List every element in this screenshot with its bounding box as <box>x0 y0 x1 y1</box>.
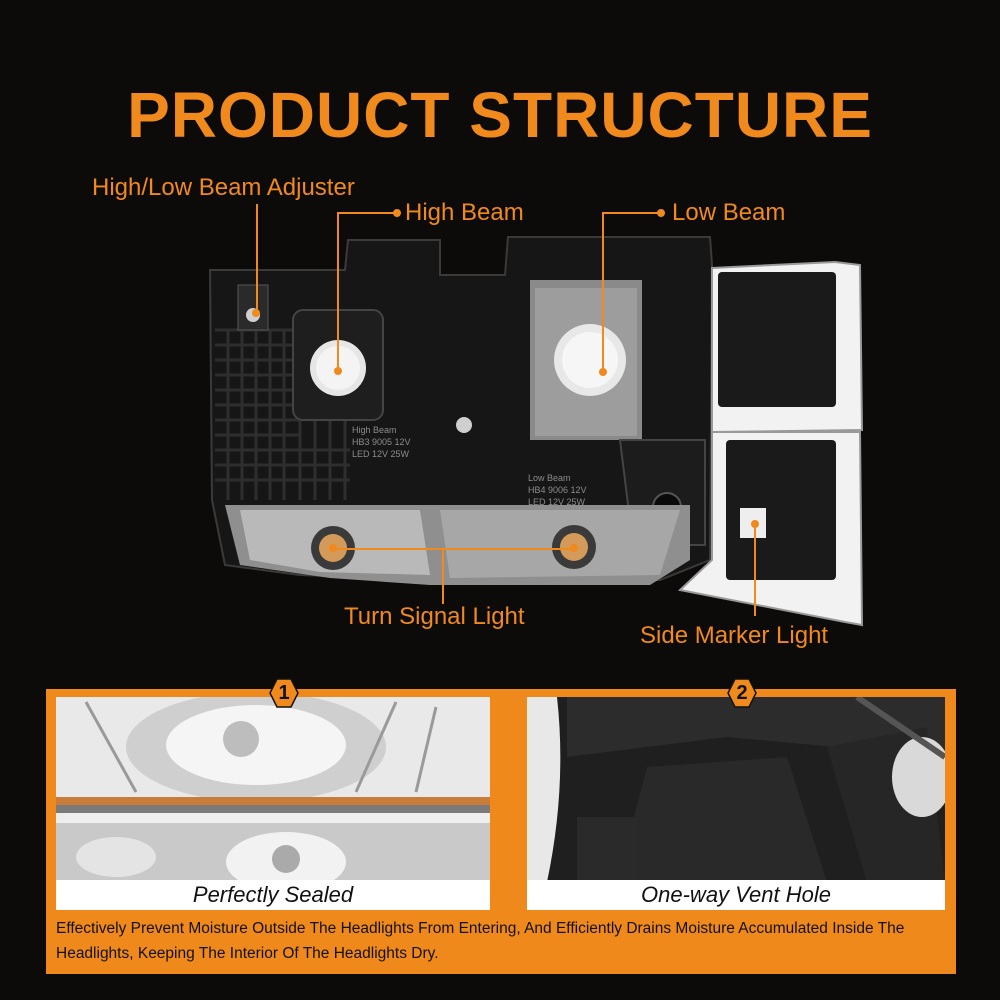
callout-adjuster-dot <box>252 309 260 317</box>
callout-high-beam-hline <box>338 212 394 214</box>
callout-turn-signal-dot-right <box>570 544 578 552</box>
callout-low-beam-vline <box>602 212 604 372</box>
svg-text:Low Beam: Low Beam <box>528 473 571 483</box>
callout-low-beam-dot <box>657 209 665 217</box>
callout-adjuster: High/Low Beam Adjuster <box>92 174 355 201</box>
svg-text:HB3 9005 12V: HB3 9005 12V <box>352 437 411 447</box>
callout-turn-signal: Turn Signal Light <box>344 603 525 630</box>
feature-description: Effectively Prevent Moisture Outside The… <box>56 920 905 962</box>
callout-turn-signal-dot-left <box>329 544 337 552</box>
callout-turn-signal-vline <box>442 548 444 604</box>
svg-text:LED 12V 25W: LED 12V 25W <box>528 497 586 507</box>
callout-side-marker-vline <box>754 524 756 616</box>
callout-high-beam: High Beam <box>405 199 524 226</box>
callout-low-beam-end-dot <box>599 368 607 376</box>
callout-turn-signal-hline <box>333 548 574 550</box>
page-title: PRODUCT STRUCTURE <box>127 79 873 151</box>
feature-photo-sealed <box>56 697 490 882</box>
callout-low-beam: Low Beam <box>672 199 786 226</box>
callout-adjuster-line <box>256 204 258 312</box>
callout-side-marker: Side Marker Light <box>640 622 829 649</box>
callout-high-beam-dot <box>393 209 401 217</box>
feature-photo-vent <box>527 697 945 882</box>
callout-high-beam-end-dot <box>334 367 342 375</box>
callout-low-beam-hline <box>603 212 659 214</box>
feature-badge-1: 1 <box>269 678 299 708</box>
feature-caption-sealed: Perfectly Sealed <box>56 880 490 910</box>
svg-text:LED 12V 25W: LED 12V 25W <box>352 449 410 459</box>
feature-badge-1-number: 1 <box>278 682 290 704</box>
feature-caption-vent: One-way Vent Hole <box>527 880 945 910</box>
feature-badge-2-number: 2 <box>736 682 748 704</box>
high-beam-spec-text: High Beam <box>352 425 397 435</box>
svg-text:HB4 9006 12V: HB4 9006 12V <box>528 485 587 495</box>
feature-badge-2: 2 <box>727 678 757 708</box>
callout-high-beam-vline <box>337 212 339 370</box>
